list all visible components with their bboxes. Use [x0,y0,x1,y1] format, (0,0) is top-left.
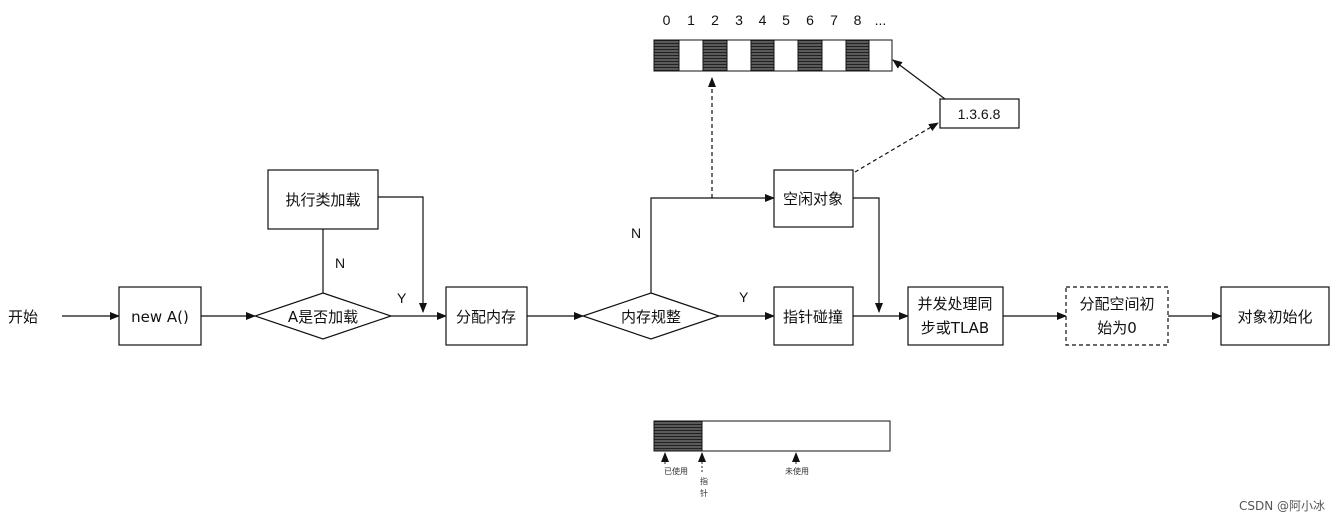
top-bar-index: 2 [711,12,719,28]
top-bar-index: 1 [687,12,695,28]
free-list-label: 1.3.6.8 [958,106,1001,122]
top-bar-cell [821,39,847,72]
top-bar-cell [678,39,704,72]
edge-list-topbar [892,59,946,100]
top-bar-index: 0 [663,12,671,28]
pointer-bump-label: 指针碰撞 [783,308,843,326]
top-bar-index: 8 [854,12,862,28]
pointer-label-1: 指 [700,476,708,486]
top-bar-index: 7 [830,12,838,28]
top-bar-index: 4 [759,12,767,28]
edge-dashed-free-list [854,122,939,173]
top-bar-cell [750,39,775,72]
concurrent-box [907,286,1004,346]
bottom-memory-bar [653,420,891,472]
obj-init-box [1220,286,1330,346]
zero-init-label-2: 始为0 [1097,319,1137,337]
top-bar-cell [726,39,752,72]
new-a-box [118,286,202,346]
top-bar-index: 5 [782,12,790,28]
free-obj-box [773,169,854,228]
start-label: 开始 [8,308,38,326]
edge-free-concurrent [853,197,883,313]
is-loaded-diamond [253,292,393,340]
bottom-bar-unused [701,420,891,452]
top-bar-cell [868,39,893,72]
top-bar-index: 3 [735,12,743,28]
top-bar-cell [653,39,680,72]
pointer-bump-box [773,286,854,346]
concurrent-label-2: 步或TLAB [921,319,989,337]
top-bar-cell [845,39,870,72]
edge-classload-alloc [378,196,427,313]
alloc-mem-box [445,286,528,346]
obj-init-label: 对象初始化 [1237,308,1312,326]
top-bar-cell [773,39,799,72]
edge-label-no-load: N [335,255,345,271]
edge-label-no-regular: N [631,225,641,241]
is-loaded-label: A是否加载 [288,308,358,326]
free-list-box [939,98,1020,129]
top-bar-cell [702,39,728,72]
zero-init-label-1: 分配空间初 [1079,295,1154,313]
pointer-label-2: 针 [700,488,708,498]
unused-label: 未使用 [785,466,809,476]
concurrent-label-1: 并发处理同 [917,295,992,313]
edge-label-yes-load: Y [397,290,407,306]
zero-init-box [1065,286,1169,346]
class-load-label: 执行类加载 [285,191,360,209]
top-memory-bar [653,39,893,72]
dashed-edges [708,77,939,198]
alloc-mem-label: 分配内存 [456,308,516,326]
used-label: 已使用 [664,466,688,476]
mem-regular-label: 内存规整 [621,308,681,326]
mem-regular-diamond [581,292,721,340]
edge-regular-free [650,194,775,293]
watermark: CSDN @阿小冰 [1239,499,1325,513]
edges [62,59,1222,320]
bottom-bar-used [653,420,703,452]
top-bar-cell [797,39,823,72]
class-load-box [267,169,379,230]
top-bar-index: ... [875,12,887,28]
edge-label-yes-regular: Y [739,289,749,305]
new-a-label: new A() [131,308,189,326]
top-bar-index: 6 [806,12,814,28]
free-obj-label: 空闲对象 [783,190,843,208]
